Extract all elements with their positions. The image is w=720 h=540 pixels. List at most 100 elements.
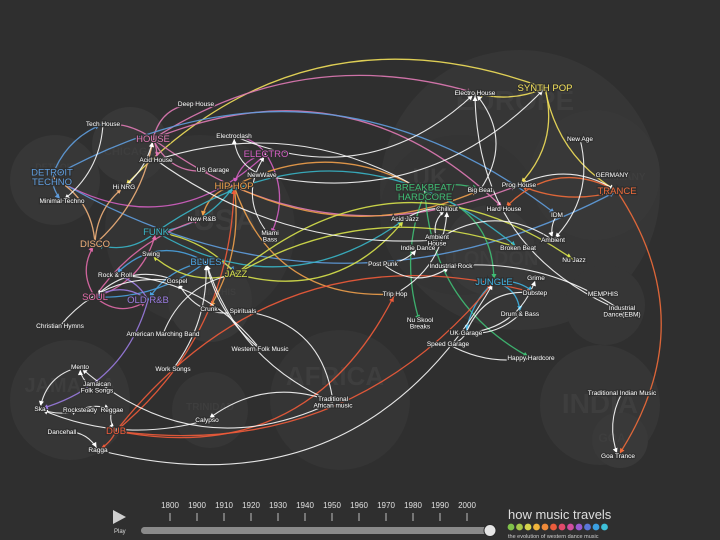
genre-electro-house[interactable]: Electro House bbox=[453, 89, 497, 98]
genre-dub[interactable]: DUB bbox=[105, 424, 127, 437]
genre-acid-house[interactable]: Acid House bbox=[138, 156, 174, 165]
connection-ragga-to-jungle bbox=[97, 281, 495, 466]
genre-dubstep[interactable]: Dubstep bbox=[522, 289, 549, 298]
genre-christian-hymns[interactable]: Christian Hymns bbox=[35, 322, 86, 331]
connection-blues-to-rock-roll bbox=[114, 250, 207, 276]
brand-dot bbox=[575, 523, 583, 531]
genre-traditional-indian[interactable]: Traditional Indian Music bbox=[587, 389, 659, 398]
genre-swing[interactable]: Swing bbox=[141, 250, 161, 259]
arrowhead bbox=[245, 309, 252, 315]
genre-breakbeat[interactable]: BREAKBEAT/HARDCORE bbox=[394, 181, 456, 204]
genre-funk[interactable]: FUNK bbox=[142, 225, 171, 238]
genre-idm[interactable]: IDM bbox=[550, 211, 564, 220]
arrowhead bbox=[153, 256, 159, 262]
genre-happy-hardcore[interactable]: Happy Hardcore bbox=[506, 354, 556, 363]
arrowhead bbox=[155, 151, 161, 158]
genre-drum-bass[interactable]: Drum & Bass bbox=[500, 310, 541, 319]
genre-prog-house[interactable]: Prog House bbox=[501, 181, 538, 190]
genre-rock-roll[interactable]: Rock & Roll bbox=[97, 271, 134, 280]
play-icon[interactable] bbox=[113, 510, 126, 524]
genre-ragga[interactable]: Ragga bbox=[87, 446, 109, 455]
arrowhead bbox=[91, 441, 97, 448]
genre-jungle[interactable]: JUNGLE bbox=[474, 275, 514, 288]
genre-industrial-rock[interactable]: Industrial Rock bbox=[428, 262, 474, 271]
arrowhead bbox=[612, 447, 618, 454]
genre-electro[interactable]: ELECTRO bbox=[242, 147, 289, 160]
genre-memphis-label[interactable]: MEMPHIS bbox=[587, 290, 620, 299]
genre-trance[interactable]: TRANCE bbox=[596, 184, 637, 197]
genre-reggae[interactable]: Reggae bbox=[99, 406, 125, 415]
genre-hip-hop[interactable]: HIP HOP bbox=[213, 179, 254, 192]
play-button[interactable]: Play bbox=[113, 510, 126, 535]
genre-work-songs[interactable]: Work Songs bbox=[154, 365, 192, 374]
genre-trip-hop[interactable]: Trip Hop bbox=[381, 290, 408, 299]
genre-old-rnb[interactable]: OLD R&B bbox=[126, 293, 170, 306]
brand-dot bbox=[507, 523, 515, 531]
connection-ambient-to-ambient-house bbox=[436, 220, 554, 241]
connection-traditional-african-to-spirituals bbox=[242, 310, 334, 403]
brand-dot bbox=[567, 523, 574, 531]
arrowhead bbox=[415, 314, 420, 321]
genre-grime[interactable]: Grime bbox=[526, 274, 546, 283]
genre-broken-beat[interactable]: Broken Beat bbox=[499, 244, 537, 253]
genre-synth-pop[interactable]: SYNTH POP bbox=[516, 81, 573, 94]
genre-nu-jazz[interactable]: Nu Jazz bbox=[561, 256, 587, 265]
genre-post-punk[interactable]: Post Punk bbox=[367, 260, 400, 269]
genre-ska[interactable]: Ska bbox=[33, 405, 47, 414]
genre-crunk[interactable]: Crunk bbox=[199, 305, 219, 314]
brand-dot bbox=[601, 523, 608, 531]
genre-mento[interactable]: Mento bbox=[70, 363, 91, 372]
genre-dancehall[interactable]: Dancehall bbox=[46, 428, 78, 437]
genre-western-folk[interactable]: Western Folk Music bbox=[230, 345, 290, 354]
connection-traditional-african-to-blues bbox=[205, 261, 334, 403]
genre-blues[interactable]: BLUES bbox=[189, 255, 223, 268]
arrowhead bbox=[471, 184, 478, 190]
genre-house[interactable]: HOUSE bbox=[135, 132, 171, 145]
genre-gospel[interactable]: Gospel bbox=[165, 277, 189, 286]
genre-indie-dance[interactable]: Indie Dance bbox=[399, 244, 436, 253]
genre-tech-house[interactable]: Tech House bbox=[85, 120, 122, 129]
genre-goa-trance[interactable]: Goa Trance bbox=[600, 452, 637, 461]
genre-spirituals[interactable]: Spirituals bbox=[228, 307, 258, 316]
genre-speed-garage[interactable]: Speed Garage bbox=[426, 340, 471, 349]
genre-american-marching[interactable]: American Marching Band bbox=[125, 330, 201, 339]
genre-jazz[interactable]: JAZZ bbox=[223, 267, 248, 280]
genre-us-garage[interactable]: US Garage bbox=[196, 166, 231, 175]
genre-acid-jazz[interactable]: Acid Jazz bbox=[390, 215, 420, 224]
genre-deep-house[interactable]: Deep House bbox=[177, 100, 216, 109]
genre-big-beat[interactable]: Big Beat bbox=[467, 186, 494, 195]
genre-new-rnb[interactable]: New R&B bbox=[187, 215, 218, 224]
arrowhead bbox=[608, 192, 615, 197]
genre-soul[interactable]: SOUL bbox=[81, 290, 109, 303]
arrowhead bbox=[549, 208, 555, 214]
genre-minimal-techno[interactable]: Minimal Techno bbox=[38, 197, 86, 206]
timeline-handle[interactable] bbox=[483, 524, 497, 537]
connection-blues-to-soul bbox=[94, 261, 207, 298]
timeline-tick-label: 1800 bbox=[161, 501, 179, 510]
genre-chillout[interactable]: Chillout bbox=[435, 205, 459, 214]
genre-newwave[interactable]: NewWave bbox=[246, 171, 278, 180]
connection-uk-garage-to-dubstep bbox=[465, 291, 536, 334]
genre-hard-house[interactable]: Hard House bbox=[485, 205, 522, 214]
genre-disco[interactable]: DISCO bbox=[79, 237, 111, 250]
genre-germany-label[interactable]: GERMANY bbox=[594, 171, 630, 180]
genre-ambient[interactable]: Ambient bbox=[540, 236, 566, 245]
connection-dub-to-ragga bbox=[97, 430, 117, 451]
genre-new-age[interactable]: New Age bbox=[566, 135, 595, 144]
region-germany: GERMANY bbox=[594, 172, 645, 183]
arrowhead bbox=[259, 156, 265, 163]
connection-jazz-to-nu-jazz bbox=[235, 202, 575, 275]
genre-uk-garage[interactable]: UK Garage bbox=[449, 329, 484, 338]
genre-rocksteady[interactable]: Rocksteady bbox=[62, 406, 99, 415]
connection-uk-garage-to-grime bbox=[465, 277, 537, 334]
genre-calypso[interactable]: Calypso bbox=[194, 416, 220, 425]
genre-electroclash[interactable]: Electroclash bbox=[215, 132, 253, 141]
genre-hi-nrg[interactable]: Hi NRG bbox=[112, 183, 137, 192]
